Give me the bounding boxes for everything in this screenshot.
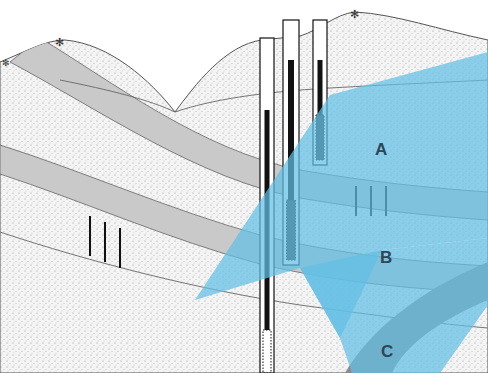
surface-marker: ✻ — [2, 58, 10, 68]
surface-marker: ✻ — [55, 36, 64, 49]
highlight-overlay — [195, 52, 488, 373]
region-letter: B — [380, 248, 392, 268]
region-letter: C — [381, 342, 393, 362]
region-letter: A — [375, 140, 387, 160]
surface-marker: ✻ — [350, 8, 359, 21]
ground-surface — [0, 12, 488, 373]
